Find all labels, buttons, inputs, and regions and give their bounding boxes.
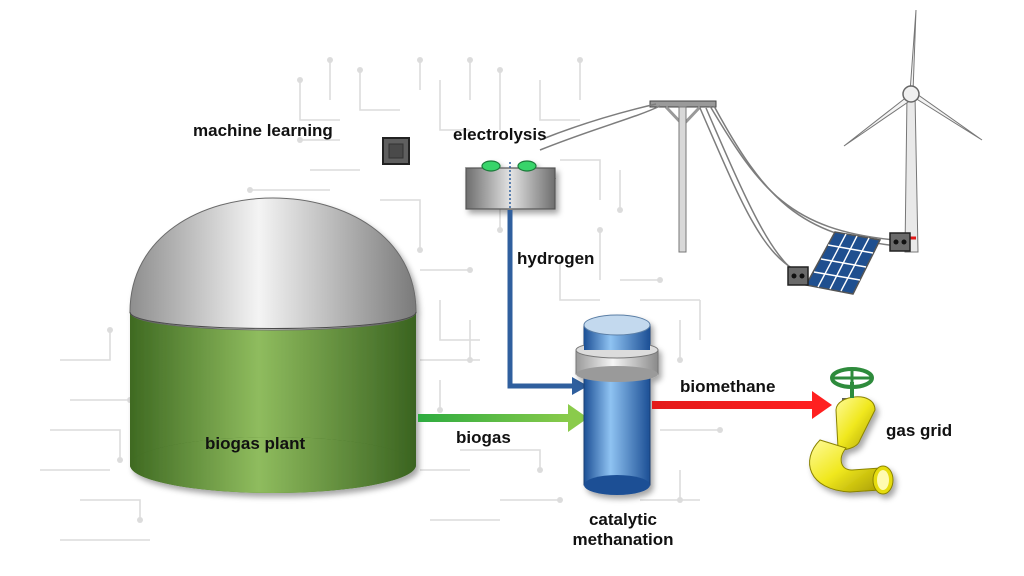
catalytic-methanation-label: catalytic methanation bbox=[553, 510, 693, 549]
biomethane-flow-arrow bbox=[652, 391, 832, 419]
catalytic-label-line1: catalytic bbox=[588, 510, 658, 529]
hydrogen-flow-arrow bbox=[507, 210, 588, 395]
gas-grid-label: gas grid bbox=[886, 421, 953, 440]
junction-box-icon bbox=[787, 232, 911, 286]
machine-learning-label: machine learning bbox=[193, 121, 333, 140]
biogas-flow-arrow bbox=[418, 404, 588, 432]
power-pylon-icon bbox=[649, 100, 717, 253]
gas-pipe-icon bbox=[809, 396, 894, 495]
biomethane-label: biomethane bbox=[680, 377, 776, 396]
electrolyzer-icon bbox=[464, 160, 557, 210]
electrolysis-label: electrolysis bbox=[453, 125, 547, 144]
reactor-icon bbox=[575, 314, 659, 495]
circuit-background bbox=[40, 60, 720, 541]
biogas-label: biogas bbox=[456, 428, 511, 447]
valve-wheel-icon bbox=[830, 367, 874, 398]
wind-turbine-icon bbox=[843, 9, 983, 253]
biogas-plant-label: biogas plant bbox=[205, 434, 306, 453]
chip-icon bbox=[382, 137, 410, 165]
solar-panel-icon bbox=[804, 231, 882, 295]
hydrogen-label: hydrogen bbox=[517, 249, 595, 268]
catalytic-label-line2: methanation bbox=[572, 529, 674, 549]
digester-icon bbox=[129, 197, 417, 493]
